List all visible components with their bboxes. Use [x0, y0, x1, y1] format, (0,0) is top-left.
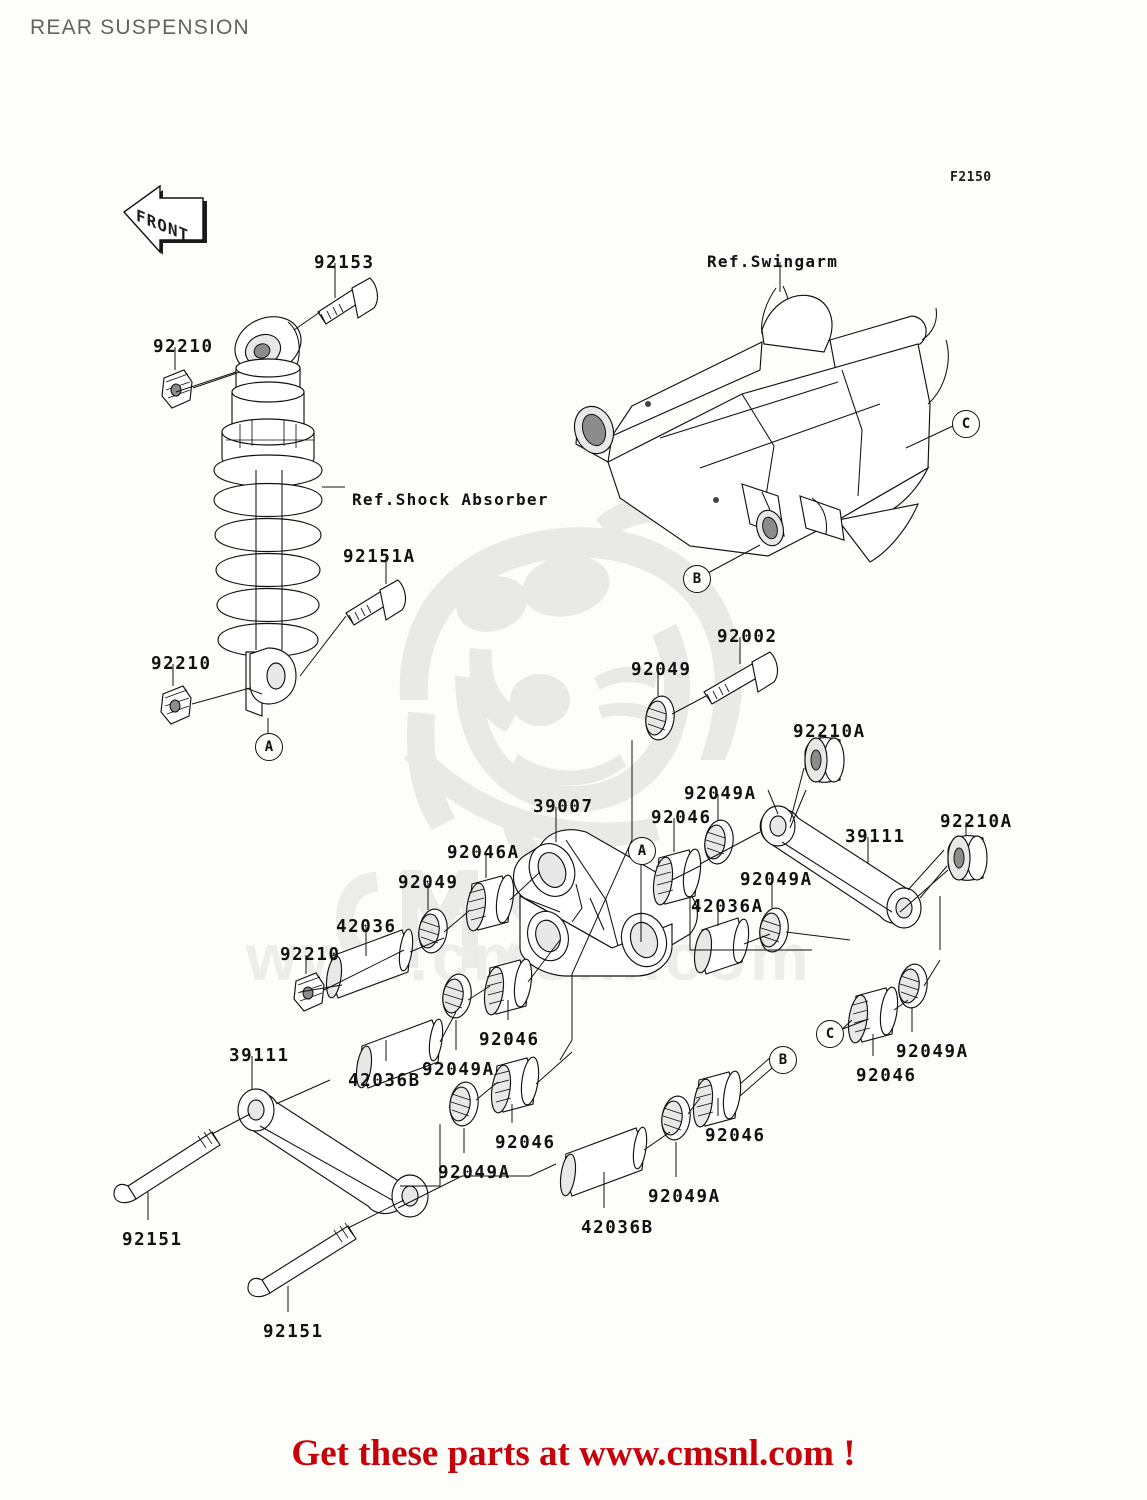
page-title: REAR SUSPENSION [30, 16, 250, 39]
lbl-92046-right[interactable]: 92046 [856, 1066, 917, 1086]
washer-92049A-mid-graphic [759, 907, 789, 953]
lbl-92210-mid[interactable]: 92210 [151, 654, 212, 674]
washer-92049-left-graphic [418, 908, 448, 954]
lbl-39111-left[interactable]: 39111 [229, 1046, 290, 1066]
nut-92210-top-graphic [161, 369, 193, 409]
rocker-arm-graphic [512, 829, 698, 977]
leader-lines [147, 262, 967, 1312]
collar-92210A-right-graphic [947, 835, 988, 881]
sleeve-42036B-left-graphic [355, 1018, 444, 1089]
swingarm-graphic [573, 285, 949, 563]
lbl-92210-top[interactable]: 92210 [153, 337, 214, 357]
bolt-92151-bottom-graphic [247, 1222, 357, 1298]
tie-rod-left-graphic [237, 1088, 429, 1218]
lbl-92049A-right[interactable]: 92049A [896, 1042, 969, 1062]
washer-92049A-lowright-graphic [661, 1095, 691, 1141]
lbl-92151-bottom[interactable]: 92151 [263, 1322, 324, 1342]
lbl-92049A-low[interactable]: 92049A [438, 1163, 511, 1183]
bushing-92046-mid-graphic [483, 958, 533, 1016]
lbl-39111-right[interactable]: 39111 [845, 827, 906, 847]
bushing-92046A-graphic [465, 874, 515, 932]
ref-shock-absorber: Ref.Shock Absorber [352, 490, 549, 509]
lbl-92210A-up[interactable]: 92210A [793, 722, 866, 742]
lbl-92153[interactable]: 92153 [314, 253, 375, 273]
lbl-42036B-left[interactable]: 42036B [348, 1071, 421, 1091]
lbl-92002[interactable]: 92002 [717, 627, 778, 647]
marker-c-lower[interactable]: C [816, 1020, 844, 1048]
lbl-42036[interactable]: 42036 [336, 917, 397, 937]
lbl-92049-top[interactable]: 92049 [631, 660, 692, 680]
lbl-92046-low[interactable]: 92046 [495, 1133, 556, 1153]
sleeve-42036B-right-graphic [559, 1126, 648, 1197]
lbl-92046-lowright[interactable]: 92046 [705, 1126, 766, 1146]
nut-92210-mid-graphic [160, 685, 192, 725]
lbl-39007[interactable]: 39007 [533, 797, 594, 817]
bolt-92151-left-graphic [113, 1128, 221, 1204]
washer-92049-up-graphic [645, 695, 675, 741]
washer-92049A-up-graphic [704, 819, 734, 865]
footer-promo-text: Get these parts at www.cmsnl.com ! [291, 1433, 856, 1474]
lbl-92049A-left[interactable]: 92049A [422, 1060, 495, 1080]
lbl-92151-left[interactable]: 92151 [122, 1230, 183, 1250]
marker-b-swingarm[interactable]: B [683, 565, 711, 593]
nut-92210-low-graphic [293, 972, 325, 1012]
marker-a-rocker[interactable]: A [628, 837, 656, 865]
bolt-92151A-graphic [345, 579, 407, 626]
lbl-92049-left[interactable]: 92049 [398, 873, 459, 893]
marker-b-right[interactable]: B [769, 1046, 797, 1074]
lbl-92151A[interactable]: 92151A [343, 547, 416, 567]
lbl-92049A-up[interactable]: 92049A [684, 784, 757, 804]
marker-a-shock[interactable]: A [255, 733, 283, 761]
lbl-92046-up[interactable]: 92046 [651, 808, 712, 828]
bushing-92046-low-graphic [490, 1056, 540, 1114]
bushing-92046-rightC-graphic [847, 986, 899, 1044]
washer-92049A-low-graphic [449, 1081, 479, 1127]
lbl-92049A-mid[interactable]: 92049A [740, 870, 813, 890]
bolt-92002-graphic [703, 651, 779, 705]
lbl-42036A[interactable]: 42036A [691, 897, 764, 917]
bolt-92153-graphic [317, 277, 379, 325]
ref-swingarm: Ref.Swingarm [707, 252, 839, 271]
front-arrow-icon: FRONT [122, 184, 207, 255]
parts-diagram: www.cmsnl.com FRONT [113, 184, 988, 1312]
sheet-code: F2150 [950, 170, 992, 185]
lbl-92210A-right[interactable]: 92210A [940, 812, 1013, 832]
tie-rod-right-graphic [759, 805, 922, 929]
lbl-92046-mid[interactable]: 92046 [479, 1030, 540, 1050]
bushing-92046-lowright-graphic [692, 1070, 742, 1128]
lbl-92049A-lowright[interactable]: 92049A [648, 1187, 721, 1207]
washer-92049A-rightC-graphic [898, 963, 928, 1009]
shock-absorber-graphic [213, 316, 323, 717]
lbl-92210-low[interactable]: 92210 [280, 945, 341, 965]
lbl-92046A[interactable]: 92046A [447, 843, 520, 863]
marker-c-swingarm[interactable]: C [952, 410, 980, 438]
lbl-42036B-right[interactable]: 42036B [581, 1218, 654, 1238]
collar-92210A-up-graphic [804, 737, 845, 783]
